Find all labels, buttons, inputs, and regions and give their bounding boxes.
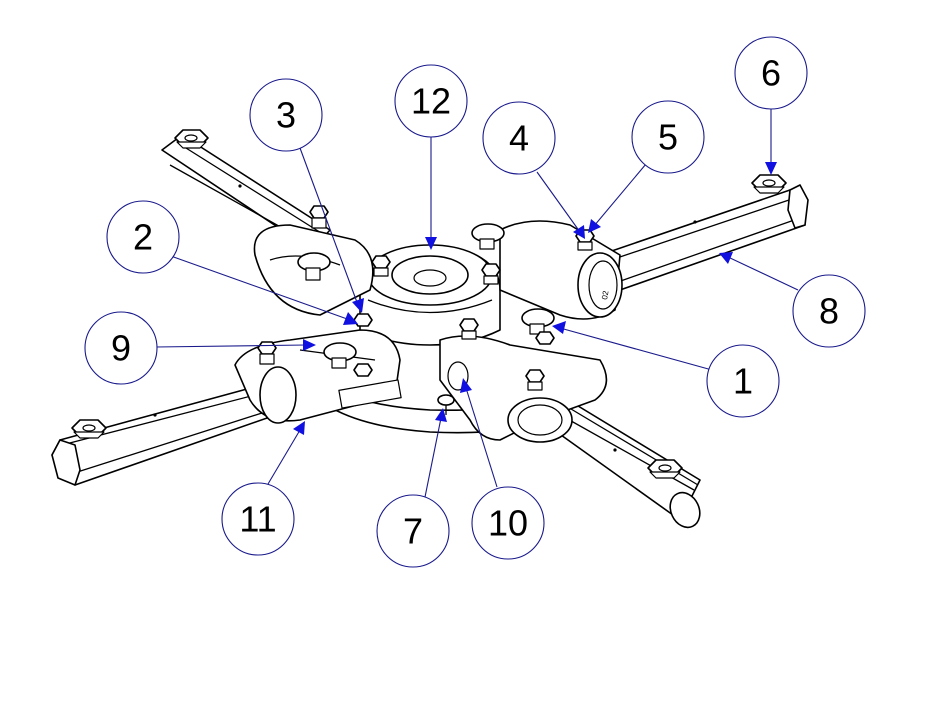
callout-11-label: 11	[239, 499, 276, 540]
arrow-10	[460, 378, 472, 393]
arrow-11	[293, 421, 305, 435]
callout-10: 10	[471, 486, 545, 560]
knob-right-top	[471, 223, 505, 250]
arrow-4	[573, 225, 585, 239]
arrow-1	[552, 321, 566, 334]
callout-10-label: 10	[488, 503, 528, 544]
arm-marking-right: 02	[600, 289, 611, 300]
hex-bolt	[309, 205, 329, 229]
leader-11	[267, 429, 301, 485]
callout-8: 8	[792, 274, 866, 348]
callout-3-label: 3	[276, 95, 296, 136]
hex-bolt	[257, 341, 277, 365]
hex-bolt	[353, 313, 373, 327]
hex-nut-upper-left	[174, 129, 209, 149]
clamp-left	[234, 329, 402, 424]
knob-right-side	[521, 308, 555, 335]
hex-bolt	[535, 331, 555, 345]
callout-balloons: 1 2 3 4 5 6 7 8	[84, 36, 866, 568]
callout-12: 12	[394, 64, 468, 138]
hex-bolt	[459, 318, 479, 340]
leader-2	[167, 254, 351, 321]
callout-9-label: 9	[111, 328, 131, 369]
callout-5-label: 5	[658, 117, 678, 158]
leader-3	[299, 147, 359, 306]
leader-9	[155, 344, 307, 348]
clamp-lower-right	[439, 335, 608, 443]
hex-nut-lower-right	[647, 459, 683, 479]
callout-2-label: 2	[133, 217, 153, 258]
arrow-5	[588, 219, 601, 233]
knob-left	[323, 342, 357, 369]
leader-4	[536, 171, 581, 233]
hex-nut-lower-left	[71, 419, 107, 439]
bolt-group	[257, 205, 595, 415]
callout-2: 2	[106, 200, 180, 274]
leader-10	[465, 387, 498, 488]
callout-6-label: 6	[761, 53, 781, 94]
callout-1-label: 1	[733, 361, 753, 402]
arrow-2	[343, 312, 358, 325]
callout-11: 11	[221, 482, 295, 556]
callout-1: 1	[706, 344, 780, 418]
hex-bolt	[353, 363, 373, 377]
hex-nut-right	[751, 174, 787, 194]
arrow-3	[352, 298, 364, 313]
callout-9: 9	[84, 311, 158, 385]
arrow-8	[719, 252, 733, 264]
arrow-6	[765, 162, 777, 175]
arm-lower-left	[51, 379, 291, 486]
leader-lines	[155, 108, 799, 498]
callout-5: 5	[631, 100, 705, 174]
arm-right	[599, 174, 809, 291]
leader-1	[559, 327, 713, 371]
callout-12-label: 12	[411, 81, 451, 122]
arrow-9	[303, 339, 316, 351]
callout-4: 4	[482, 101, 556, 175]
callout-3: 3	[249, 78, 323, 152]
callout-6: 6	[734, 36, 808, 110]
arrow-7	[435, 408, 447, 422]
clamp-right: 02	[499, 220, 623, 320]
leader-7	[424, 417, 442, 498]
leader-5	[593, 163, 647, 227]
hex-bolt	[371, 255, 391, 277]
callout-4-label: 4	[509, 118, 529, 159]
callout-7-label: 7	[403, 511, 423, 552]
hex-bolt	[481, 263, 501, 285]
callout-8-label: 8	[819, 291, 839, 332]
hex-bolt	[525, 369, 545, 391]
small-fitting	[437, 394, 455, 415]
callout-7: 7	[376, 494, 450, 568]
leader-8	[727, 256, 799, 291]
arrow-12	[425, 237, 437, 250]
knob-upper-left	[297, 252, 331, 281]
